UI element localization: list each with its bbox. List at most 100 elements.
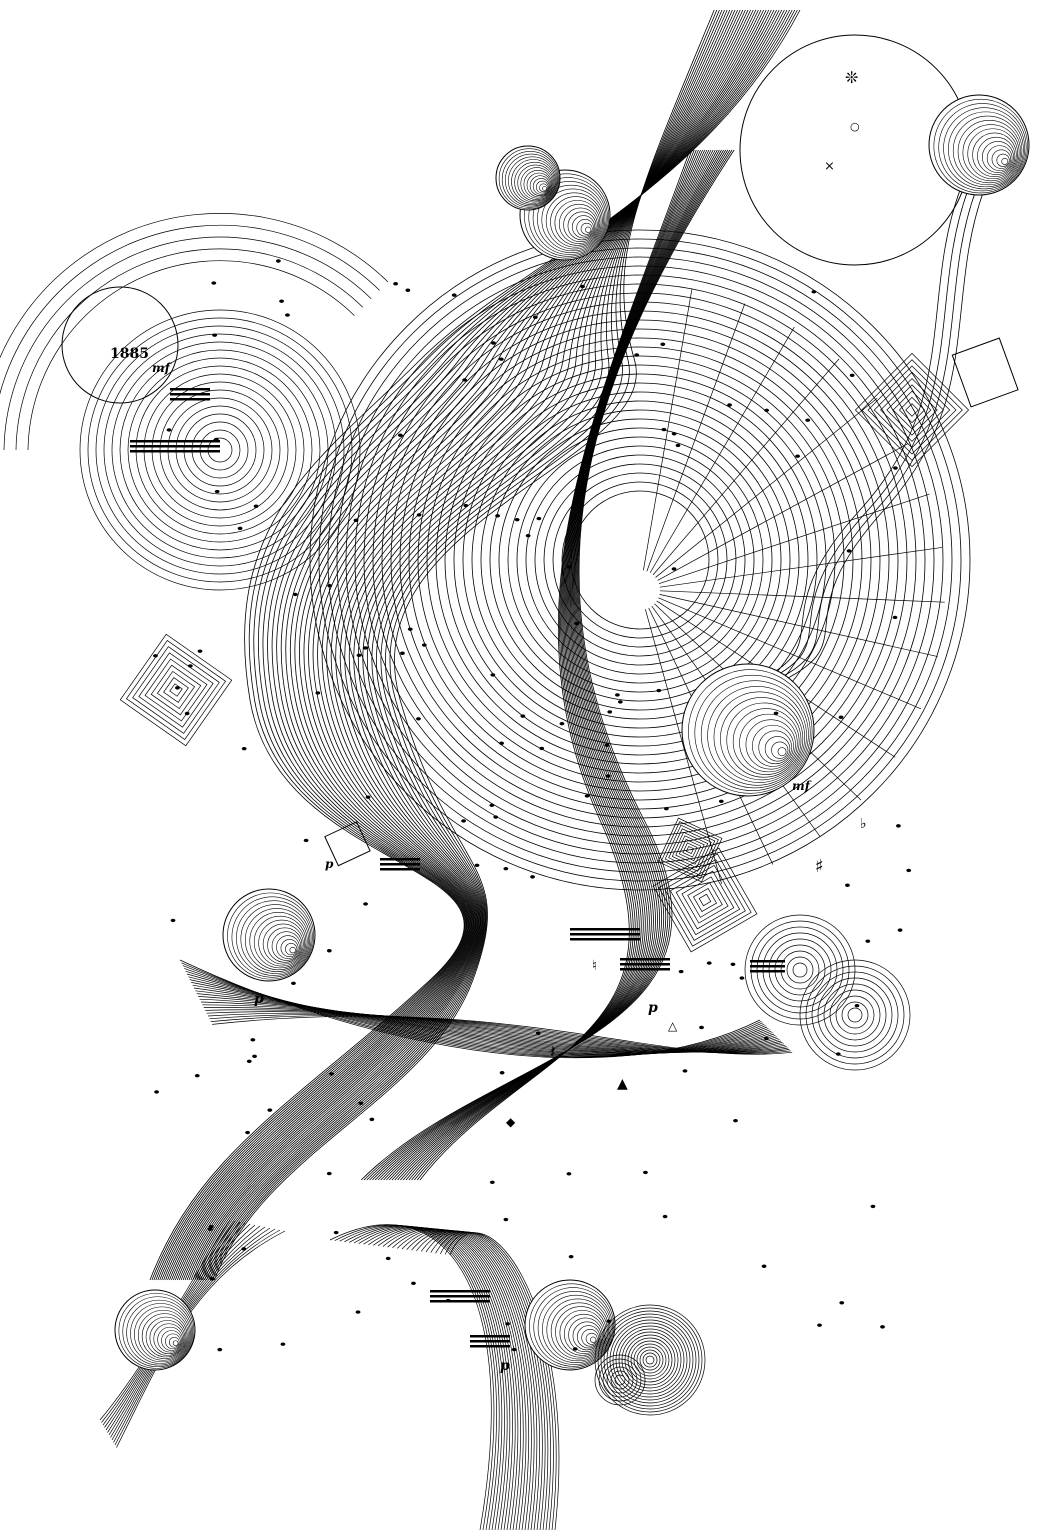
sphere-hatch (967, 128, 1019, 180)
sphere-hatch (537, 1291, 612, 1365)
ribbon-line (191, 982, 772, 1055)
note-dot (405, 288, 411, 292)
dynamic-p-mid: p (325, 857, 334, 871)
beam-mark (380, 858, 420, 861)
ribbon-line (360, 149, 735, 1181)
sphere-hatch (554, 200, 601, 246)
note-dot (463, 503, 469, 508)
sphere-hatch (529, 175, 551, 196)
diamond-rect (652, 847, 758, 953)
sphere-hatch (559, 1310, 606, 1356)
left-ring (103, 333, 337, 567)
note-dot (416, 717, 421, 721)
dynamic-p-left: p (254, 991, 264, 1007)
ribbon-line (396, 1228, 530, 1531)
note-dot (495, 514, 501, 518)
left-ring (119, 349, 321, 551)
ribbon-line (444, 1232, 557, 1531)
note-dot (845, 883, 850, 887)
sphere-hatch (771, 741, 789, 759)
sphere-hatch (948, 111, 1024, 188)
ribbon-line (411, 1229, 538, 1531)
diamond-rect (886, 384, 938, 436)
diamond-rect (119, 633, 233, 747)
note-dot (671, 432, 677, 436)
ribbon-line (349, 1225, 503, 1531)
ribbon-line (188, 9, 749, 1281)
sphere-hatch (529, 1283, 615, 1369)
ribbon-line (202, 1004, 783, 1053)
ribbon-line (198, 9, 736, 1281)
beam-mark (620, 963, 670, 966)
sphere-hatch (943, 107, 1026, 190)
diamond-rect (685, 845, 695, 855)
note-dot (865, 939, 871, 943)
left-arc (15, 248, 364, 451)
note-dot (393, 282, 399, 286)
target-ring (811, 971, 899, 1059)
ribbon-line (420, 1230, 543, 1531)
ribbon-line (163, 9, 783, 1281)
ribbon-line (430, 1231, 549, 1531)
note-dot (416, 513, 422, 517)
ribbon-line (192, 9, 744, 1281)
note-dot (880, 1325, 885, 1329)
note-dot (584, 794, 590, 798)
sphere-hatch (777, 747, 787, 757)
note-dot (303, 838, 309, 843)
ribbon-line (372, 1227, 516, 1531)
note-dot (326, 949, 332, 953)
ribbon-line (339, 1224, 497, 1531)
sphere-hatch (952, 115, 1023, 186)
flowing-ribbons (99, 9, 985, 1531)
note-dot (461, 819, 466, 823)
beam-mark (470, 1335, 510, 1338)
sphere-hatch (244, 908, 309, 972)
diamond-rect (681, 876, 729, 924)
ribbon-line (203, 1007, 784, 1053)
diamond-group (652, 847, 758, 953)
note-dot (835, 1052, 841, 1056)
sphere-hatch (285, 943, 298, 956)
note-dot (267, 1108, 273, 1112)
ribbon-line (184, 9, 754, 1281)
left-concentric-disc (0, 213, 389, 591)
diamond-rect (675, 835, 705, 865)
left-ring (95, 325, 345, 575)
diamond-rect (664, 824, 716, 876)
target-ring (817, 977, 893, 1053)
ribbon-line (213, 9, 715, 1281)
note-dot (241, 1247, 247, 1251)
ribbon-line (208, 9, 723, 1281)
diamond-rect (898, 396, 926, 424)
beam-mark (170, 388, 210, 391)
sphere-hatch (524, 173, 610, 259)
disc-ring (561, 481, 719, 639)
target-ring (606, 1316, 694, 1404)
beam-mark (130, 450, 220, 453)
note-dot (397, 433, 403, 437)
note-dot (805, 418, 811, 422)
sphere-hatch (745, 719, 796, 770)
ribbon-line (159, 9, 788, 1281)
diamond-rect (682, 842, 698, 858)
note-dot (400, 651, 405, 655)
target-ring (615, 1325, 685, 1395)
note-dot (499, 741, 504, 745)
diamond-rect (125, 639, 227, 741)
target-ring (603, 1313, 697, 1407)
target-ring (597, 1307, 703, 1413)
sphere-hatch (533, 1287, 613, 1367)
diamond-group (657, 817, 723, 883)
sphere-hatch (590, 1336, 597, 1343)
target-ring (841, 1001, 869, 1029)
target-ring (744, 914, 856, 1026)
sphere-hatch (267, 927, 303, 963)
sphere-hatch (764, 736, 791, 762)
sphere-hatch (172, 1340, 179, 1346)
circle-glyph: ○ (850, 120, 860, 133)
sphere-hatch (542, 186, 547, 191)
sphere-hatch (227, 892, 315, 980)
sphere-hatch (511, 159, 556, 204)
beam-mark (430, 1300, 490, 1303)
